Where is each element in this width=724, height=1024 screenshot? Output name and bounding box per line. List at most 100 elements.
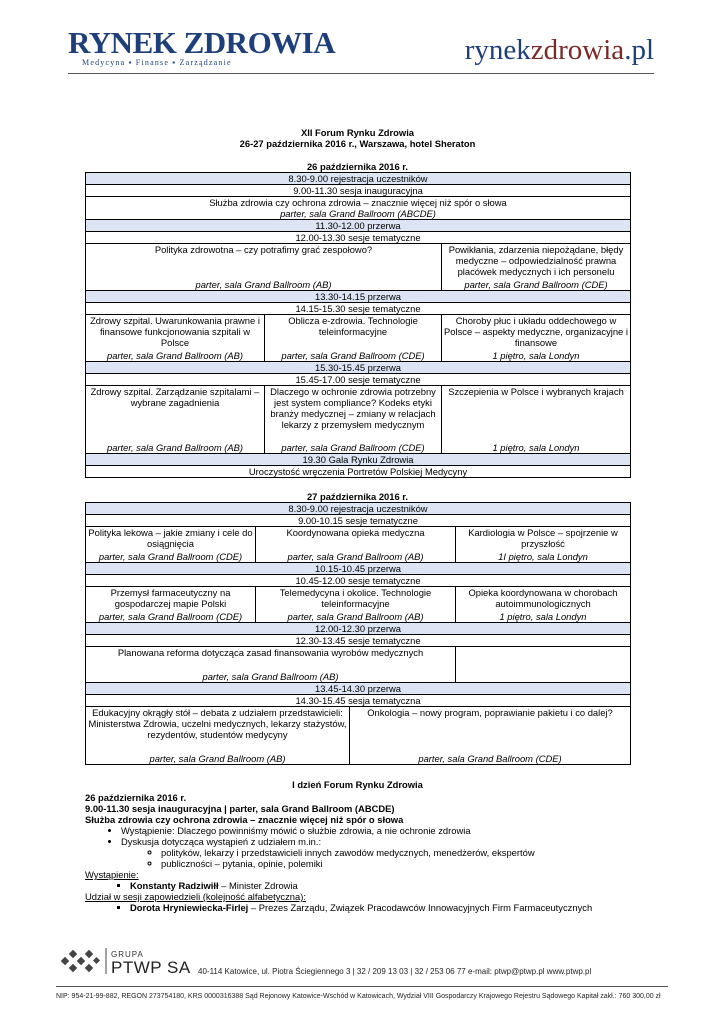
speaker-list: Konstanty Radziwiłł – Minister Zdrowia: [85, 880, 630, 891]
schedule-row: Uroczystość wręczenia Portretów Polskiej…: [85, 465, 631, 478]
session-cell: Dlaczego w ochronie zdrowia potrzebny je…: [264, 385, 442, 454]
session-time: 9.00-11.30 sesja inauguracyjna | parter,…: [85, 803, 395, 814]
footer-company: PTWP SA: [111, 958, 191, 977]
session-venue: parter, sala Grand Ballroom (AB): [287, 551, 424, 562]
session-venue: 1I piętro, sala Londyn: [498, 551, 588, 562]
speaker-role: – Minister Zdrowia: [218, 880, 298, 891]
schedule-row: 12.30-13.45 sesje tematyczne: [85, 634, 631, 647]
session-venue: parter, sala Grand Ballroom (CDE): [464, 279, 608, 290]
session-title: Kardiologia w Polsce – spojrzenie w przy…: [468, 527, 618, 549]
session-cell: Przemysł farmaceutyczny na gospodarczej …: [85, 586, 256, 623]
footer-contact: 40-114 Katowice, ul. Piotra Ściegiennego…: [198, 967, 592, 976]
session-cell: Zdrowy szpital. Zarządzanie szpitalami –…: [85, 385, 265, 454]
session-venue: parter, sala Grand Ballroom (CDE): [418, 753, 562, 764]
session-cell: Telemedycyna i okolice. Technologie tele…: [255, 586, 456, 623]
session-cell: [455, 646, 631, 683]
list-item-text: Dyskusja dotycząca wystąpień z udziałem …: [121, 836, 322, 847]
session-venue: 1 piętro, sala Londyn: [492, 350, 580, 361]
session-venue: parter, sala Grand Ballroom (CDE): [281, 442, 425, 453]
session-venue: parter, sala Grand Ballroom (AB): [195, 279, 332, 290]
site-url[interactable]: rynekzdrowia.pl: [465, 34, 654, 67]
session-title: Zdrowy szpital. Uwarunkowania prawne i f…: [90, 315, 260, 348]
session-bullets: Wystąpienie: Dlaczego powinniśmy mówić o…: [85, 825, 630, 869]
session-title: Powikłania, zdarzenia niepożądane, błędy…: [448, 244, 624, 277]
session-cell: Szczepienia w Polsce i wybranych krajach…: [441, 385, 631, 454]
doc-title: XII Forum Rynku Zdrowia: [300, 127, 415, 138]
day1-date: 26 października 2016 r.: [306, 161, 409, 172]
session-title: Choroby płuc i układu oddechowego w Pols…: [444, 315, 628, 348]
session-title: Szczepienia w Polsce i wybranych krajach: [448, 386, 624, 397]
document-body: XII Forum Rynku Zdrowia 26-27 październi…: [85, 127, 631, 913]
list-item: polityków, lekarzy i przedstawicieli inn…: [161, 847, 630, 858]
logo-title: RYNEK ZDROWIA: [68, 25, 336, 60]
schedule-row: 9.00-11.30 sesja inauguracyjna: [85, 184, 631, 197]
session-cell: Powikłania, zdarzenia niepożądane, błędy…: [441, 243, 631, 291]
session-title: Edukacyjny okrągły stół – debata z udzia…: [92, 707, 343, 718]
schedule-row: Służba zdrowia czy ochrona zdrowia – zna…: [85, 196, 631, 220]
session-venue: parter, sala Grand Ballroom (CDE): [281, 350, 425, 361]
day1-schedule-table: 8.30-9.00 rejestracja uczestników 9.00-1…: [85, 172, 631, 478]
session-cell: Onkologia – nowy program, poprawianie pa…: [349, 706, 631, 765]
panelist-role: – Prezes Zarządu, Związek Pracodawców In…: [248, 902, 593, 913]
session-venue: parter, sala Grand Ballroom (ABCDE): [280, 208, 436, 219]
schedule-row: 10.15-10.45 przerwa: [85, 562, 631, 575]
session-cell: Polityka lekowa – jakie zmiany i cele do…: [85, 526, 256, 563]
schedule-row: 10.45-12.00 sesje tematyczne: [85, 574, 631, 587]
schedule-row: 12.00-13.30 sesje tematyczne: [85, 231, 631, 244]
schedule-row: 8.30-9.00 rejestracja uczestników: [85, 502, 631, 515]
session-title: Służba zdrowia czy ochrona zdrowia – zna…: [209, 197, 507, 208]
list-item: Wystąpienie: Dlaczego powinniśmy mówić o…: [121, 825, 630, 836]
site-url-accent: zdrowia: [530, 34, 625, 66]
session-venue: parter, sala Grand Ballroom (AB): [202, 671, 339, 682]
session-description: Ministerstwa Zdrowia, uczelni medycznych…: [88, 718, 347, 740]
list-item: publiczności – pytania, opinie, polemiki: [161, 858, 630, 869]
session-cell: Polityka zdrowotna – czy potrafimy grać …: [85, 243, 442, 291]
schedule-row: 15.30-15.45 przerwa: [85, 361, 631, 374]
session-cell: Zdrowy szpital. Uwarunkowania prawne i f…: [85, 314, 265, 362]
schedule-row: 13.30-14.15 przerwa: [85, 290, 631, 303]
session-date: 26 października 2016 r.: [85, 792, 187, 803]
rynek-zdrowia-logo: RYNEK ZDROWIA Medycyna ▪ Finanse ▪ Zarzą…: [68, 25, 336, 67]
session-cell: Choroby płuc i układu oddechowego w Pols…: [441, 314, 631, 362]
session-venue: parter, sala Grand Ballroom (CDE): [98, 551, 243, 562]
ptwp-logo-icon: [60, 948, 107, 974]
schedule-row: 19.30 Gala Rynku Zdrowia: [85, 453, 631, 466]
session-cell: Oblicza e-zdrowia. Technologie teleinfor…: [264, 314, 442, 362]
session-details: I dzień Forum Rynku Zdrowia 26 październ…: [85, 779, 630, 913]
session-title: Zdrowy szpital. Zarządzanie szpitalami –…: [90, 386, 260, 408]
session-title: Planowana reforma dotycząca zasad finans…: [117, 647, 424, 658]
panelist-list: Dorota Hryniewiecka-Firlej – Prezes Zarz…: [85, 902, 630, 913]
list-item: Dorota Hryniewiecka-Firlej – Prezes Zarz…: [130, 902, 630, 913]
footer-grupa: GRUPA: [111, 950, 144, 959]
session-cell: Edukacyjny okrągły stół – debata z udzia…: [85, 706, 350, 765]
session-title: Telemedycyna i okolice. Technologie tele…: [279, 587, 432, 609]
session-cell: Planowana reforma dotycząca zasad finans…: [85, 646, 456, 683]
session-cell: Koordynowana opieka medyczna parter, sal…: [255, 526, 456, 563]
schedule-row: 12.00-12.30 przerwa: [85, 622, 631, 635]
session-venue: parter, sala Grand Ballroom (AB): [149, 753, 286, 764]
session-venue: parter, sala Grand Ballroom (CDE): [98, 611, 243, 622]
day2-final-session-table: Edukacyjny okrągły stół – debata z udzia…: [85, 706, 631, 765]
speech-label: Wystąpienie:: [85, 869, 139, 880]
footer-legal: NIP: 954-21-99-882, REGON 273754180, KRS…: [56, 993, 661, 1000]
footer-rule: [56, 986, 668, 987]
session-title: Oblicza e-zdrowia. Technologie teleinfor…: [288, 315, 418, 337]
session-title: Przemysł farmaceutyczny na gospodarczej …: [110, 587, 231, 609]
session-title: Polityka lekowa – jakie zmiany i cele do…: [88, 527, 253, 549]
panelist-name: Dorota Hryniewiecka-Firlej: [130, 902, 249, 913]
session-venue: 1 piętro, sala Londyn: [492, 442, 580, 453]
doc-subtitle: 26-27 października 2016 r., Warszawa, ho…: [239, 138, 476, 149]
session-venue: parter, sala Grand Ballroom (AB): [107, 350, 243, 361]
session-title: Dlaczego w ochronie zdrowia potrzebny je…: [270, 386, 436, 430]
site-url-tld: .pl: [624, 34, 654, 66]
session-venue: parter, sala Grand Ballroom (AB): [107, 442, 243, 453]
session-venue: 1 piętro, sala Londyn: [499, 611, 587, 622]
session-cell: Kardiologia w Polsce – spojrzenie w przy…: [455, 526, 631, 563]
speaker-name: Konstanty Radziwiłł: [130, 880, 219, 891]
list-item: Dyskusja dotycząca wystąpień z udziałem …: [121, 836, 630, 869]
logo-subtitle: Medycyna ▪ Finanse ▪ Zarządzanie: [82, 58, 232, 67]
schedule-row: 15.45-17.00 sesje tematyczne: [85, 373, 631, 386]
session-cell: Opieka koordynowana w chorobach autoimmu…: [455, 586, 631, 623]
day2-schedule-table: 8.30-9.00 rejestracja uczestników 9.00-1…: [85, 502, 631, 707]
header-rule: [68, 73, 654, 74]
